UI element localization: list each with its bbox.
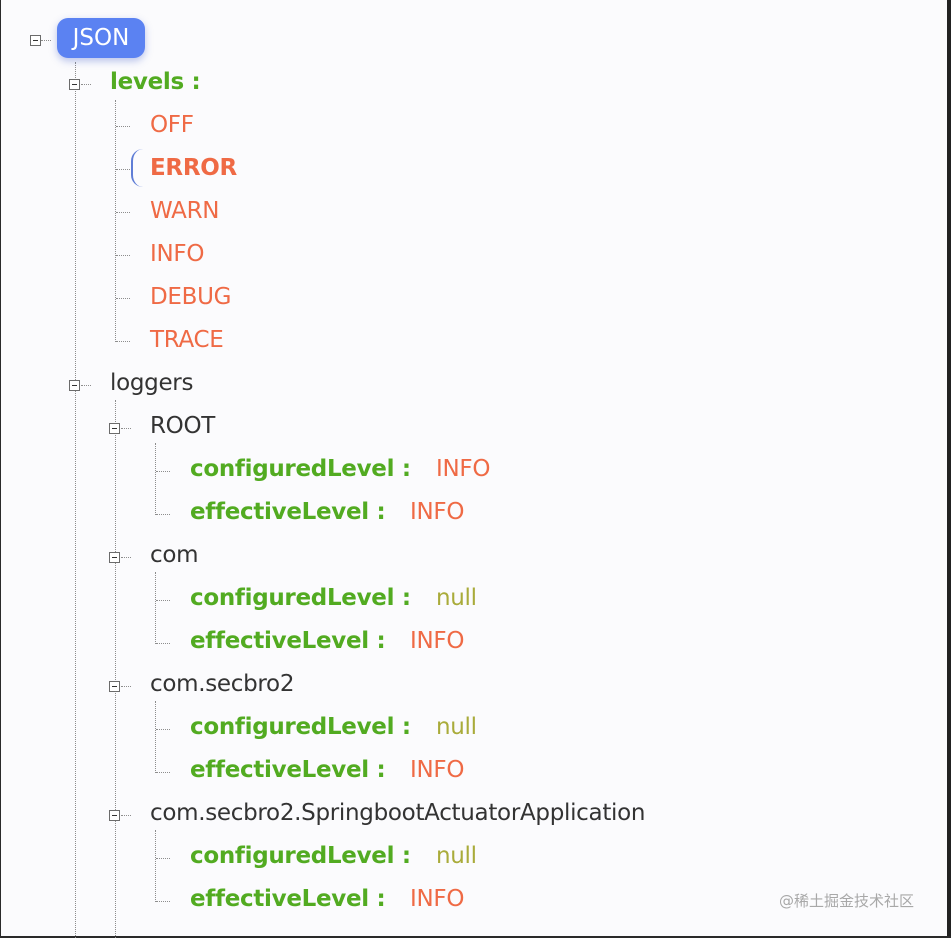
- tree-guide-logger-0: [155, 443, 156, 515]
- tree-guide-logger-3: [155, 830, 156, 902]
- effective-level-value[interactable]: INFO: [410, 499, 465, 525]
- configured-level-value[interactable]: null: [436, 843, 477, 869]
- effective-level-value[interactable]: INFO: [410, 628, 465, 654]
- logger-name[interactable]: com.secbro2.SpringbootActuatorApplicatio…: [150, 800, 646, 826]
- collapse-root-toggle-icon[interactable]: [30, 35, 41, 46]
- collapse-loggers-toggle-icon[interactable]: [69, 380, 80, 391]
- vertical-scrollbar[interactable]: [947, 0, 951, 936]
- collapse-levels-toggle-icon[interactable]: [69, 79, 80, 90]
- effective-level-key: effectiveLevel :: [190, 628, 386, 654]
- tree-guide-loggers: [115, 400, 116, 938]
- level-item[interactable]: WARN: [150, 198, 220, 224]
- configured-level-value[interactable]: null: [436, 585, 477, 611]
- collapse-logger-toggle-icon[interactable]: [109, 423, 120, 434]
- collapse-logger-toggle-icon[interactable]: [109, 681, 120, 692]
- level-item-selected[interactable]: ERROR: [150, 155, 237, 181]
- root-node-label[interactable]: JSON: [57, 18, 145, 58]
- configured-level-value[interactable]: INFO: [436, 456, 491, 482]
- effective-level-key: effectiveLevel :: [190, 499, 386, 525]
- level-item[interactable]: DEBUG: [150, 284, 232, 310]
- configured-level-key: configuredLevel :: [190, 843, 411, 869]
- loggers-key[interactable]: loggers: [110, 370, 194, 396]
- effective-level-value[interactable]: INFO: [410, 886, 465, 912]
- level-item[interactable]: TRACE: [150, 327, 224, 353]
- effective-level-key: effectiveLevel :: [190, 757, 386, 783]
- tree-guide-root: [75, 62, 76, 938]
- logger-name[interactable]: com: [150, 542, 199, 568]
- configured-level-value[interactable]: null: [436, 714, 477, 740]
- tree-guide-levels: [115, 100, 116, 342]
- configured-level-key: configuredLevel :: [190, 714, 411, 740]
- level-item[interactable]: INFO: [150, 241, 205, 267]
- logger-name[interactable]: ROOT: [150, 413, 216, 439]
- level-item[interactable]: OFF: [150, 112, 194, 138]
- watermark: @稀土掘金技术社区: [779, 892, 915, 910]
- logger-name[interactable]: com.secbro2: [150, 671, 295, 697]
- tree-guide-logger-2: [155, 701, 156, 773]
- tree-guide-logger-1: [155, 572, 156, 644]
- configured-level-key: configuredLevel :: [190, 456, 411, 482]
- selection-caret: [131, 149, 143, 187]
- collapse-logger-toggle-icon[interactable]: [109, 552, 120, 563]
- effective-level-key: effectiveLevel :: [190, 886, 386, 912]
- collapse-logger-toggle-icon[interactable]: [109, 810, 120, 821]
- effective-level-value[interactable]: INFO: [410, 757, 465, 783]
- configured-level-key: configuredLevel :: [190, 585, 411, 611]
- levels-key[interactable]: levels :: [110, 69, 201, 95]
